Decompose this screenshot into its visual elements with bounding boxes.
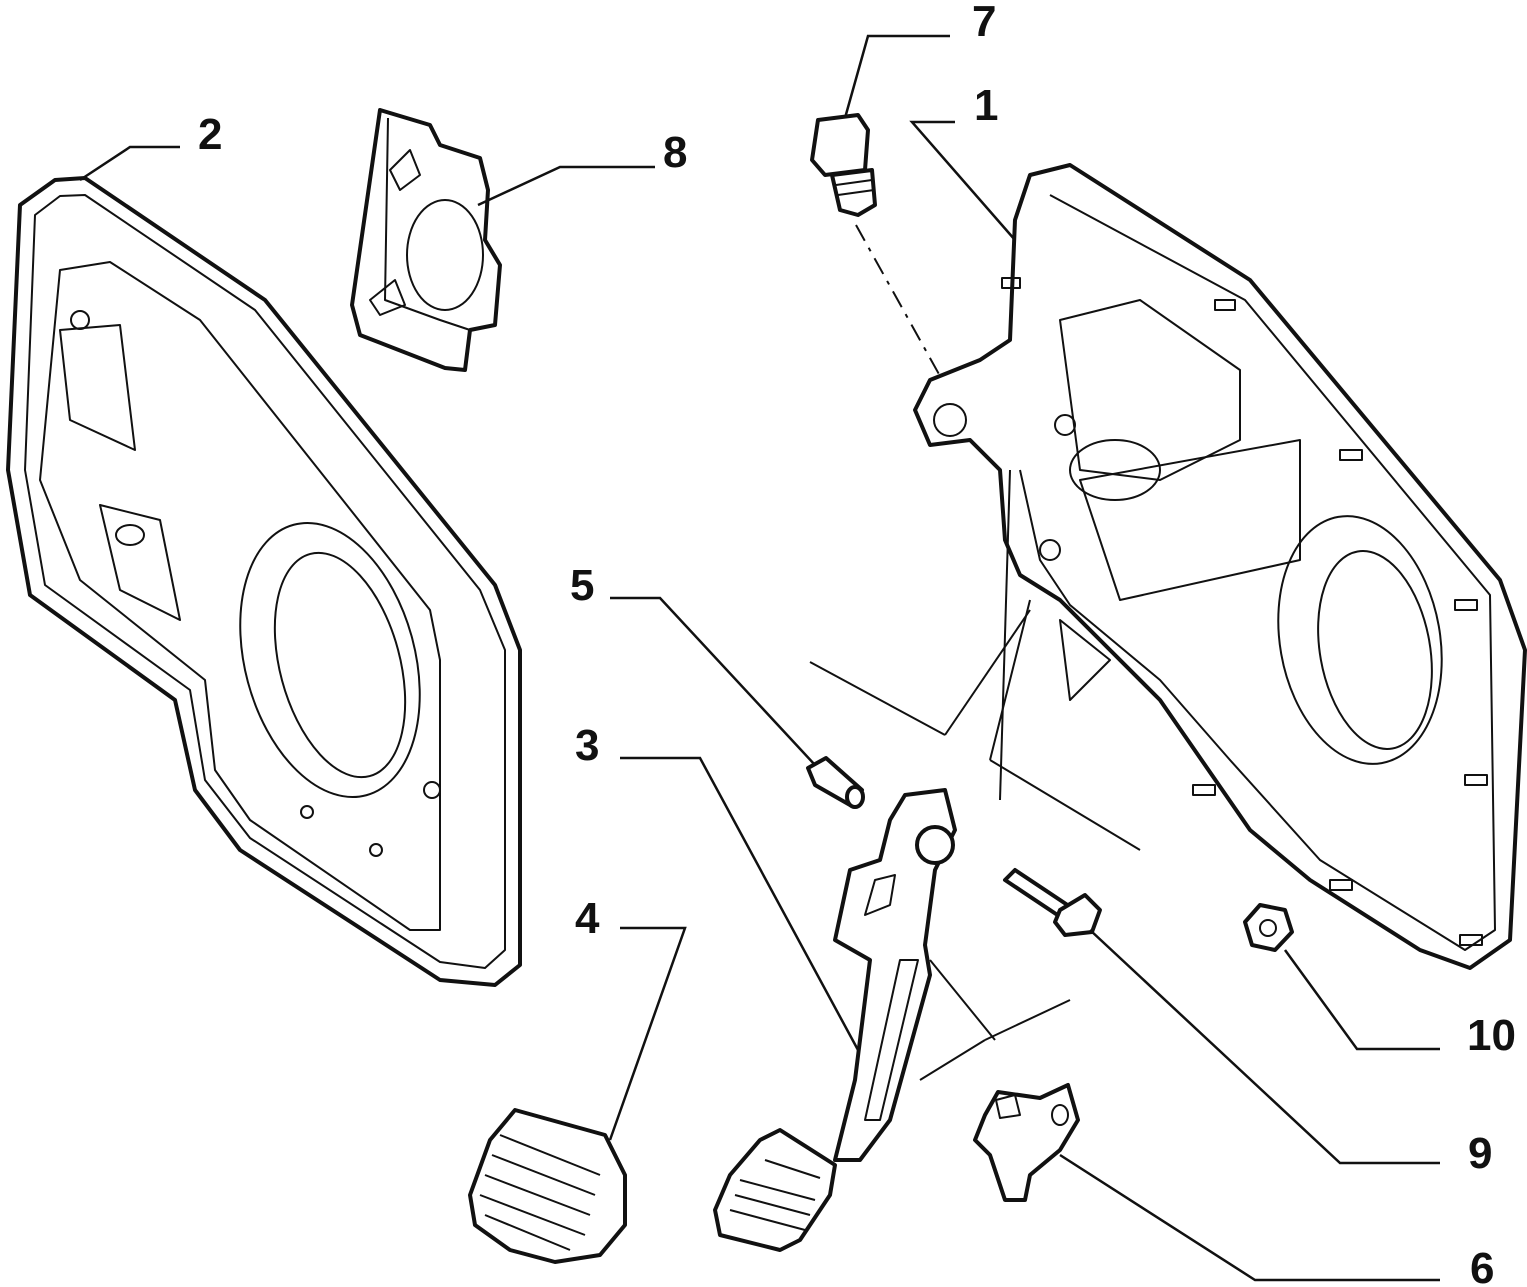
leader-lines [79, 34, 1440, 1282]
callout-5: 5 [570, 561, 594, 610]
callout-labels: 7 1 2 8 5 3 4 10 9 6 [198, 0, 1516, 1287]
callout-9: 9 [1468, 1129, 1492, 1178]
callout-1: 1 [974, 81, 998, 130]
part-7-switch[interactable] [810, 113, 946, 386]
part-10-nut[interactable] [1243, 903, 1294, 952]
callout-2: 2 [198, 110, 222, 159]
part-5-bushing[interactable] [806, 756, 865, 809]
callout-10: 10 [1467, 1011, 1516, 1060]
assembly-axis-lines [809, 599, 1141, 1081]
part-8-shield[interactable] [350, 108, 502, 372]
callout-7: 7 [972, 0, 996, 46]
callout-3: 3 [575, 721, 599, 770]
part-9-bolt[interactable] [1003, 868, 1102, 937]
part-2-cover-plate[interactable] [6, 176, 522, 987]
callout-6: 6 [1470, 1244, 1494, 1287]
part-4-pedal-pad[interactable] [468, 1108, 627, 1264]
part-3-pedal-arm[interactable] [713, 788, 957, 1252]
part-1-bracket[interactable] [913, 163, 1527, 970]
callout-4: 4 [575, 894, 600, 943]
part-6-bracket[interactable] [973, 1083, 1080, 1202]
callout-8: 8 [663, 128, 687, 177]
